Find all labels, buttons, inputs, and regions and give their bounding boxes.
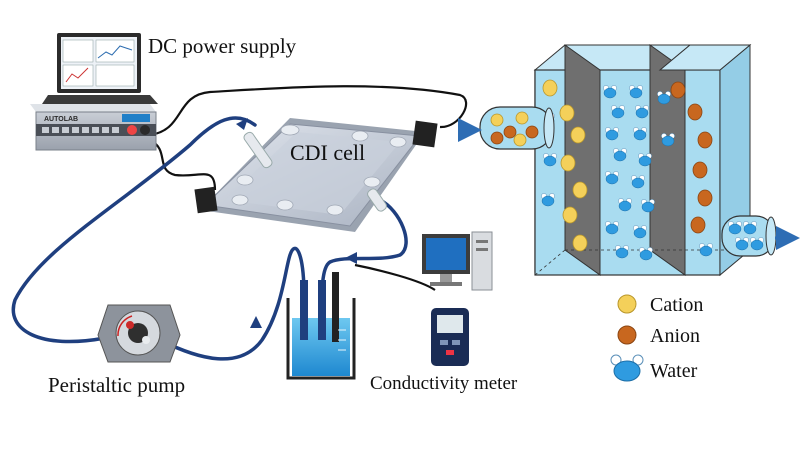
- instrument-brand-label: AUTOLAB: [44, 116, 78, 123]
- peristaltic-pump: [97, 304, 181, 363]
- water-molecule: [629, 85, 643, 99]
- water-molecule: [735, 237, 749, 251]
- water-molecule: [605, 221, 619, 235]
- legend-anion-label: Anion: [650, 325, 700, 347]
- water-molecule: [605, 127, 619, 141]
- flow-arrows: [236, 118, 357, 328]
- water-molecule: [750, 237, 764, 251]
- cations-on-electrode: [542, 79, 588, 252]
- water-molecule: [603, 85, 617, 99]
- water-molecule: [543, 153, 557, 167]
- water-molecules: [541, 85, 713, 261]
- desktop-computer: [422, 231, 493, 291]
- cdi-cell: [194, 118, 438, 232]
- legend-cation-label: Cation: [650, 294, 704, 316]
- conductivity-meter-label: Conductivity meter: [370, 373, 518, 394]
- peristaltic-pump-label: Peristaltic pump: [48, 373, 186, 397]
- water-molecule: [633, 127, 647, 141]
- water-molecule: [541, 193, 555, 207]
- water-molecule: [743, 221, 757, 235]
- dc-power-supply-label: DC power supply: [148, 34, 297, 58]
- cdi-cell-label: CDI cell: [290, 140, 366, 165]
- inlet-capsule: [479, 106, 555, 150]
- beaker: [286, 272, 356, 380]
- water-molecule: [613, 148, 627, 162]
- water-molecule: [633, 225, 647, 239]
- water-molecule: [615, 245, 629, 259]
- water-molecule: [657, 91, 671, 105]
- laptop: [42, 33, 158, 104]
- anions-on-electrode: [670, 81, 713, 234]
- water-molecule: [661, 133, 675, 147]
- water-molecule: [728, 221, 742, 235]
- dc-power-supply-box: [30, 104, 157, 151]
- water-molecule: [605, 171, 619, 185]
- outlet-water: [728, 221, 764, 251]
- water-molecule: [635, 105, 649, 119]
- legend-water-symbol: [610, 354, 644, 382]
- water-molecule: [639, 247, 653, 261]
- water-molecule: [638, 153, 652, 167]
- legend-water-label: Water: [650, 360, 698, 382]
- water-molecule: [699, 243, 713, 257]
- legend-cation-symbol: [617, 294, 637, 314]
- water-molecule: [611, 105, 625, 119]
- water-molecule: [631, 175, 645, 189]
- conductivity-meter: [431, 308, 469, 366]
- legend-anion-symbol: [617, 325, 637, 345]
- power-wires: [149, 85, 468, 291]
- water-molecule: [618, 198, 632, 212]
- water-molecule: [641, 199, 655, 213]
